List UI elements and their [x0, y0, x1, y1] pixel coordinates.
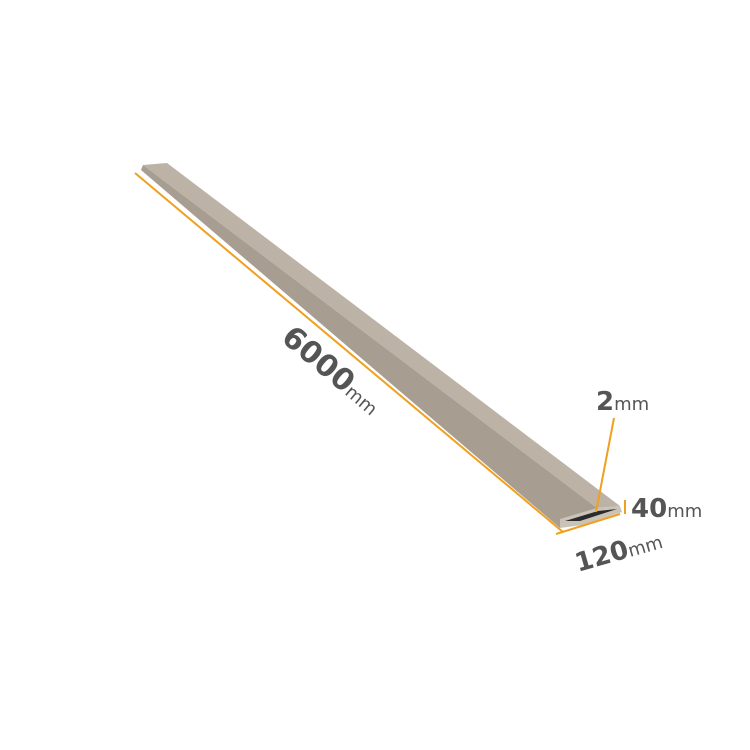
thickness-label: 2mm — [596, 387, 649, 417]
length-dimension-line — [134, 172, 564, 533]
tube-top-face — [143, 163, 620, 508]
width-value: 120 — [572, 535, 632, 579]
thickness-leader-line — [595, 417, 615, 513]
tube-side-face — [141, 165, 597, 528]
width-label: 120mm — [572, 525, 666, 578]
thickness-value: 2 — [596, 387, 614, 417]
width-dimension-line — [555, 513, 621, 535]
rectangular-tube — [141, 163, 622, 528]
tube-hollow-opening — [565, 509, 617, 521]
width-unit: mm — [626, 532, 666, 562]
height-unit: mm — [667, 501, 702, 522]
height-label: 40mm — [631, 494, 702, 524]
height-value: 40 — [631, 494, 667, 524]
thickness-unit: mm — [614, 394, 649, 415]
